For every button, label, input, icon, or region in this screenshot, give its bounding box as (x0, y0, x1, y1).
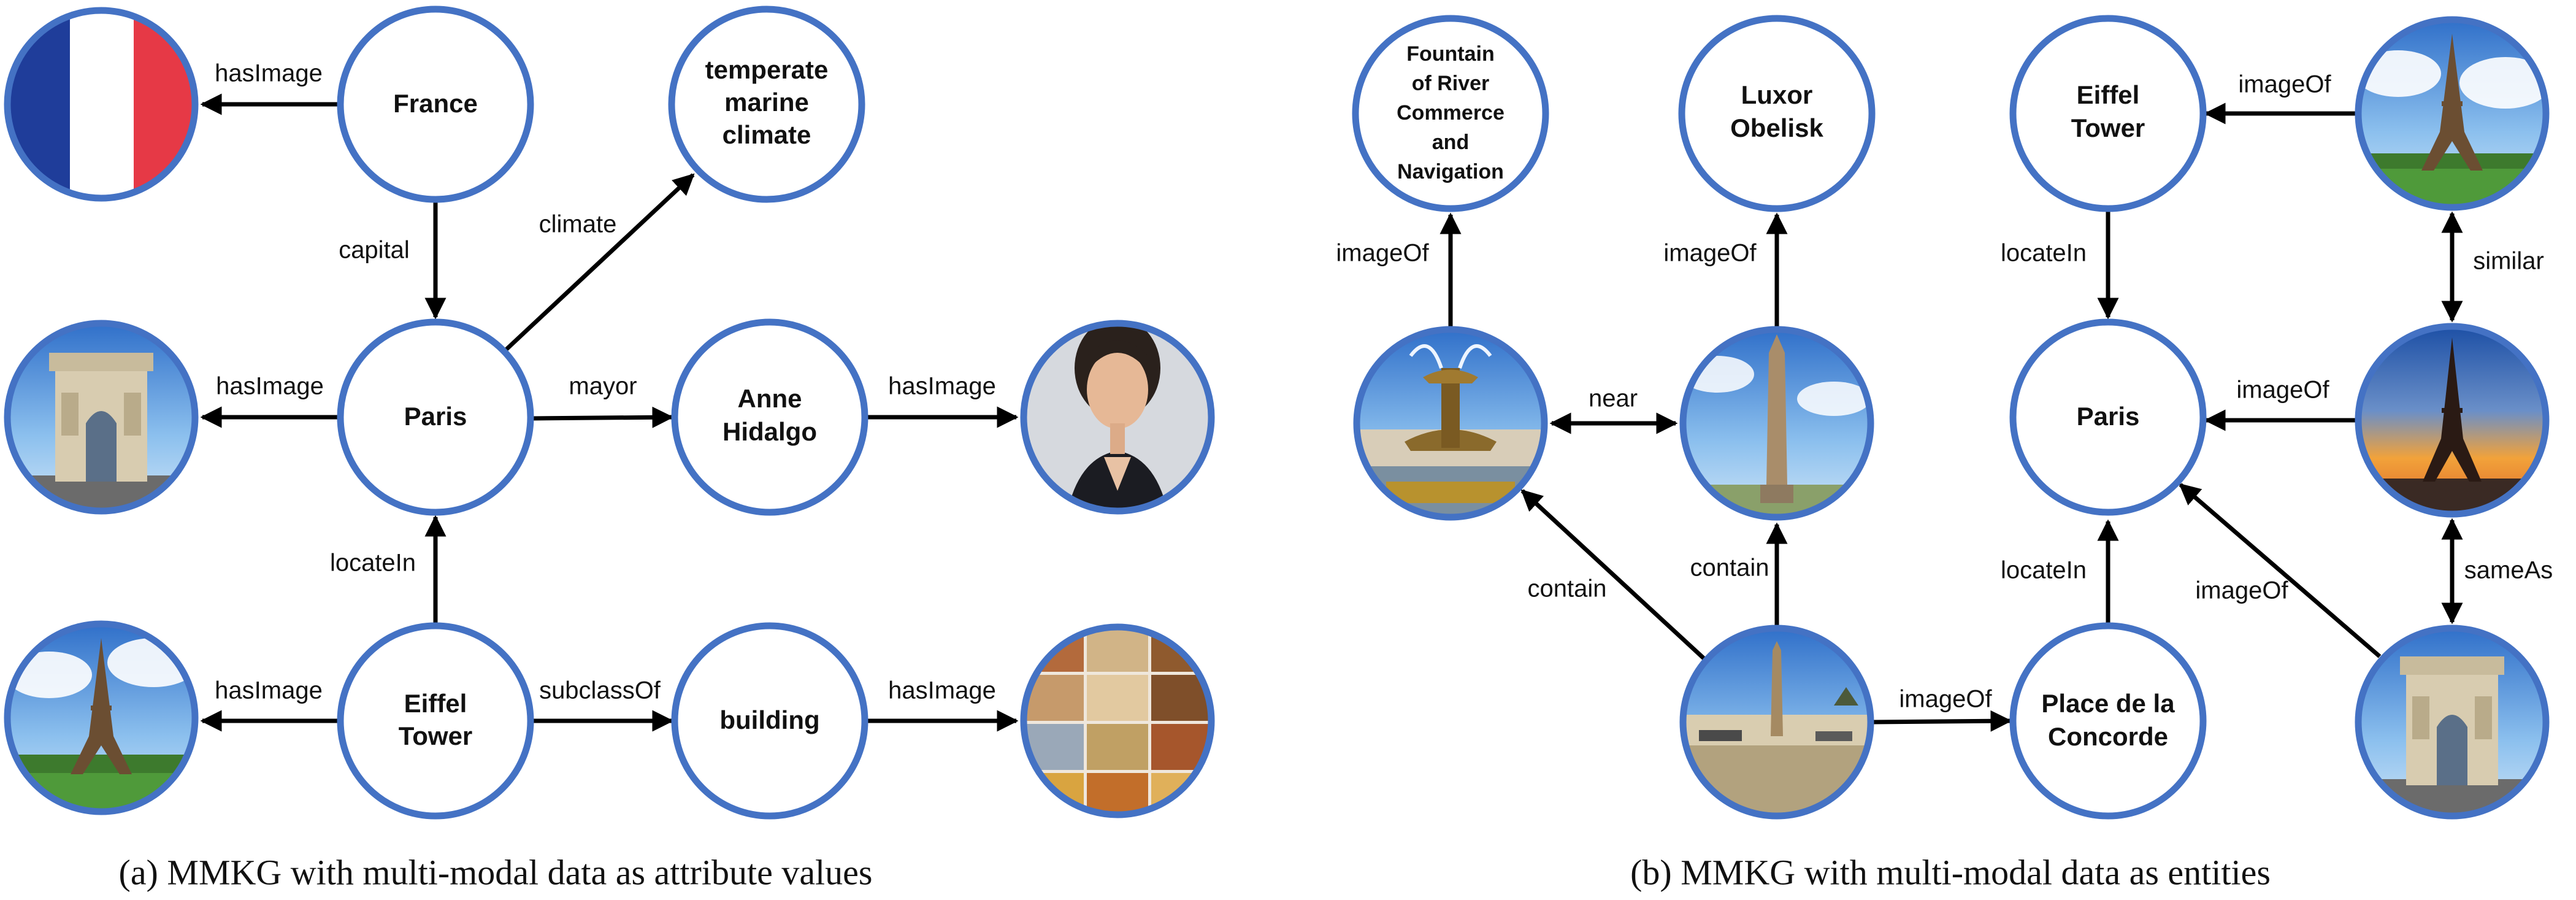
label-eiffel-hasimage: hasImage (215, 677, 323, 704)
arc-de-triomphe-photo (2355, 625, 2550, 820)
arc-de-triomphe-image (4, 320, 199, 515)
edge-climate (504, 173, 695, 352)
node-place-de-la-concorde: Place de la Concorde (2009, 622, 2207, 820)
label-anne-hasimage: hasImage (888, 373, 996, 400)
node-concorde-line-2: Concorde (2048, 722, 2168, 751)
place-de-la-concorde-photo (1679, 625, 1874, 820)
node-fountain: Fountain of River Commerce and Navigatio… (1352, 15, 1549, 212)
node-france: France (337, 6, 534, 203)
building-collage-image (1020, 623, 1215, 818)
node-paris-label: Paris (404, 402, 467, 431)
edge-contain-left (1520, 489, 1707, 661)
node-climate-line-1: temperate (705, 55, 829, 84)
label-contain-up: contain (1690, 555, 1769, 582)
edge-arc-imageof (2179, 483, 2382, 658)
label-locatein-top: locateIn (2001, 240, 2087, 267)
node-eiffel-tower-a: Eiffel Tower (337, 622, 534, 820)
obelisk-photo (1679, 326, 1874, 521)
label-similar: similar (2473, 248, 2544, 275)
label-arc-imageof: imageOf (2195, 577, 2288, 604)
eiffel-tower-day-photo (2355, 16, 2550, 211)
panel-a-edges (200, 93, 1019, 732)
node-paris-b-label: Paris (2077, 402, 2140, 431)
node-fountain-line-5: Navigation (1397, 160, 1504, 183)
label-paris-imageof: imageOf (2236, 377, 2329, 404)
node-luxor-line-1: Luxor (1741, 80, 1813, 109)
label-capital: capital (339, 237, 410, 264)
node-building: building (671, 622, 868, 820)
eiffel-tower-photo (4, 620, 199, 815)
panel-b: imageOf imageOf near contain contain ima… (1336, 15, 2553, 892)
label-france-hasimage: hasImage (215, 60, 323, 87)
node-building-label: building (719, 706, 819, 734)
label-concorde-imageof: imageOf (1899, 686, 1992, 713)
label-sameas: sameAs (2464, 557, 2553, 584)
panel-a-edge-labels: hasImage capital climate hasImage mayor … (215, 60, 996, 704)
node-eiffel-tower-b: Eiffel Tower (2009, 15, 2207, 212)
node-fountain-line-3: Commerce (1397, 101, 1505, 125)
edge-mayor (531, 406, 674, 428)
node-france-label: France (393, 89, 478, 118)
node-eiffel-b-line-1: Eiffel (2077, 80, 2140, 109)
label-fountain-imageof: imageOf (1336, 240, 1429, 267)
eiffel-tower-sunset-photo (2355, 323, 2550, 518)
node-temperate-marine-climate: temperate marine climate (668, 6, 865, 203)
panel-b-edge-labels: imageOf imageOf near contain contain ima… (1336, 71, 2553, 713)
node-luxor-line-2: Obelisk (1730, 113, 1823, 142)
node-concorde-line-1: Place de la (2041, 689, 2175, 718)
flag-of-france-image (4, 7, 199, 202)
label-building-hasimage: hasImage (888, 677, 996, 704)
node-fountain-line-4: and (1432, 131, 1469, 154)
label-locatein: locateIn (330, 550, 416, 577)
node-eiffel-a-line-2: Tower (399, 721, 473, 750)
label-mayor: mayor (569, 373, 637, 400)
edge-concorde-imageof (1871, 710, 2012, 732)
node-anne-line-1: Anne (738, 384, 802, 413)
label-locatein-bottom: locateIn (2001, 557, 2087, 584)
node-fountain-line-1: Fountain (1406, 42, 1495, 66)
anne-hidalgo-portrait (1020, 320, 1215, 515)
caption-panel-b: (b) MMKG with multi-modal data as entiti… (1630, 852, 2271, 892)
label-contain-left: contain (1528, 575, 1607, 602)
fountain-photo (1353, 326, 1548, 521)
panel-b-edges (1439, 102, 2463, 732)
label-eiffel-imageof: imageOf (2238, 71, 2331, 98)
node-paris-b: Paris (2009, 318, 2207, 516)
label-climate: climate (539, 211, 617, 238)
node-climate-line-2: marine (724, 88, 809, 117)
label-subclassof: subclassOf (539, 677, 661, 704)
node-eiffel-a-line-1: Eiffel (404, 689, 467, 718)
node-climate-line-3: climate (723, 120, 811, 149)
panel-a: hasImage capital climate hasImage mayor … (4, 6, 1215, 892)
label-paris-hasimage: hasImage (216, 373, 324, 400)
node-fountain-line-2: of River (1412, 72, 1490, 95)
node-anne-hidalgo: Anne Hidalgo (671, 318, 868, 516)
node-paris: Paris (337, 318, 534, 516)
label-near: near (1589, 385, 1638, 412)
node-anne-line-2: Hidalgo (723, 417, 817, 446)
node-eiffel-b-line-2: Tower (2071, 113, 2145, 142)
label-luxor-imageof: imageOf (1663, 240, 1757, 267)
node-luxor-obelisk: Luxor Obelisk (1678, 15, 1876, 212)
caption-panel-a: (a) MMKG with multi-modal data as attrib… (119, 852, 873, 892)
